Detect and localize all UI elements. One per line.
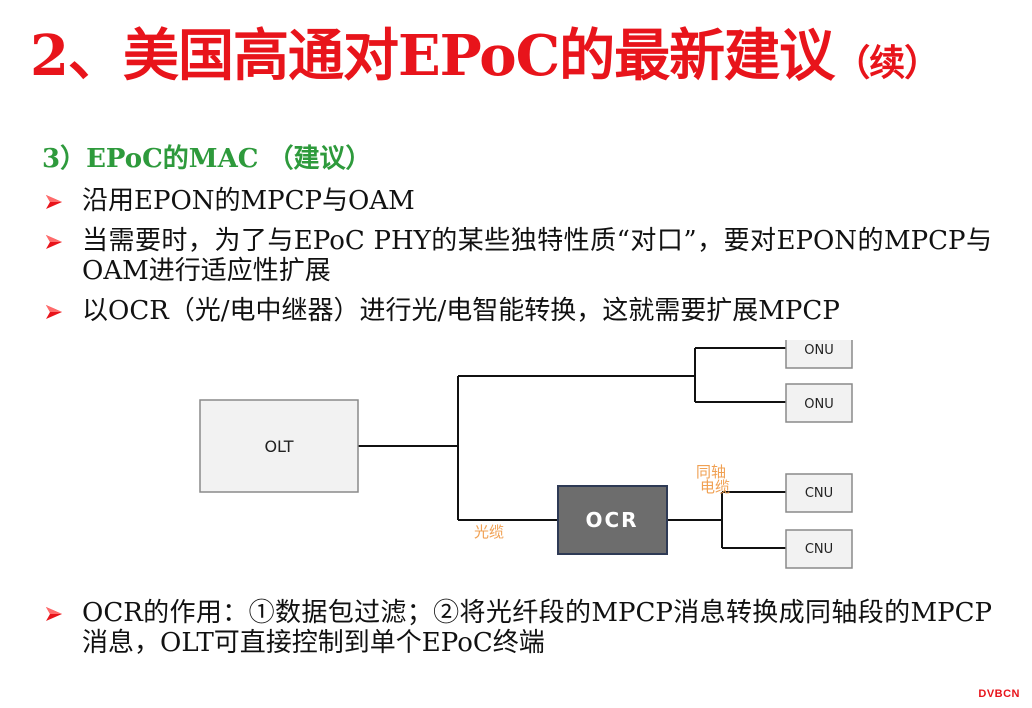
bullet-item: 当需要时，为了与EPoC PHY的某些独特性质“对口”，要对EPON的MPCP与… (42, 226, 992, 286)
onu-label: ONU (804, 343, 833, 358)
bullet-text: OCR的作用：①数据包过滤；②将光纤段的MPCP消息转换成同轴段的MPCP消息，… (82, 598, 992, 658)
cnu-label: CNU (805, 542, 833, 557)
ocr-label: OCR (585, 508, 638, 532)
bullet-item: 以OCR（光/电中继器）进行光/电智能转换，这就需要扩展MPCP (42, 296, 992, 326)
title-suffix: （续） (834, 42, 940, 84)
onu-node: ONU (785, 383, 853, 423)
ocr-node: OCR (557, 485, 668, 555)
title-main: 2、美国高通对EPoC的最新建议 (30, 23, 835, 89)
bullet-item: 沿用EPON的MPCP与OAM (42, 186, 992, 216)
cnu-node: CNU (785, 473, 853, 513)
bullet-text: 以OCR（光/电中继器）进行光/电智能转换，这就需要扩展MPCP (82, 296, 840, 326)
dvbcn-logo: DVBCN (978, 688, 1020, 700)
coax-cable-label-line2: 电缆 (700, 478, 730, 496)
arrow-right-icon (42, 296, 66, 326)
network-diagram: OLT ONU ONU OCR CNU CNU 光缆 同轴 电缆 (199, 340, 853, 569)
arrow-right-icon (42, 186, 66, 216)
olt-label: OLT (264, 437, 293, 456)
section-heading: 3）EPoC的MAC （建议） (42, 144, 372, 174)
onu-node: ONU (785, 340, 853, 369)
arrow-right-icon (42, 226, 66, 256)
cnu-node: CNU (785, 529, 853, 569)
cnu-label: CNU (805, 486, 833, 501)
onu-label: ONU (804, 397, 833, 412)
coax-cable-label-line1: 同轴 (696, 463, 726, 481)
arrow-right-icon (42, 598, 66, 628)
olt-node: OLT (199, 399, 359, 493)
fiber-cable-label: 光缆 (474, 523, 504, 541)
bullet-text: 沿用EPON的MPCP与OAM (82, 186, 415, 216)
connection-lines (358, 347, 786, 549)
slide-title: 2、美国高通对EPoC的最新建议（续） (30, 22, 940, 97)
bullet-text: 当需要时，为了与EPoC PHY的某些独特性质“对口”，要对EPON的MPCP与… (82, 226, 992, 286)
bullet-item: OCR的作用：①数据包过滤；②将光纤段的MPCP消息转换成同轴段的MPCP消息，… (42, 598, 992, 658)
